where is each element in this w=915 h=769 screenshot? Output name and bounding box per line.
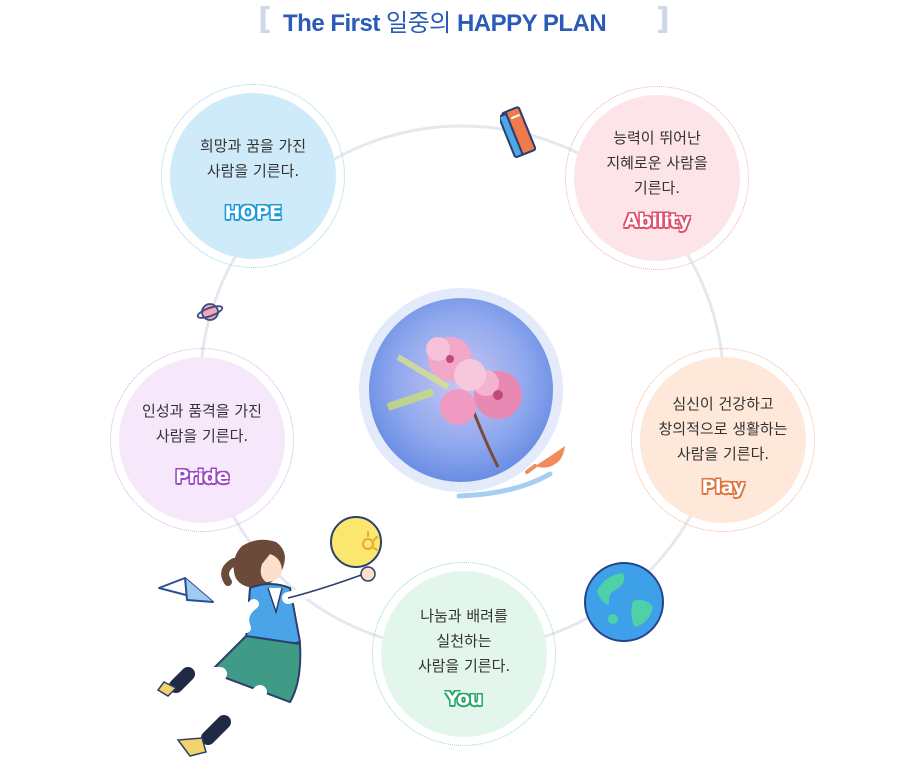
ability-line2: 지혜로운 사람을 <box>606 154 708 172</box>
play-line3: 사람을 기른다. <box>676 445 770 463</box>
flower-photo <box>359 288 563 492</box>
play-tag: Play <box>701 476 745 498</box>
hope-line2: 사람을 기른다. <box>206 162 300 180</box>
you-tag: You <box>445 688 483 710</box>
you-line1: 나눔과 배려를 <box>420 607 508 625</box>
title-end: HAPPY PLAN <box>456 10 607 37</box>
pride-line1: 인성과 품격을 가진 <box>142 402 262 420</box>
you-line2: 실천하는 <box>436 632 492 650</box>
book-icon <box>500 106 537 159</box>
play-line1: 심신이 건강하고 <box>672 395 774 413</box>
hope-line1: 희망과 꿈을 가진 <box>199 137 307 155</box>
ability-line1: 능력이 뛰어난 <box>613 129 701 147</box>
node-pride: 인성과 품격을 가진 사람을 기른다. Pride <box>110 348 294 532</box>
girl-illustration <box>156 539 376 757</box>
bracket-right: ] <box>656 2 670 37</box>
page-title: The First 일중의 HAPPY PLAN <box>283 3 648 38</box>
pride-tag: Pride <box>175 466 229 488</box>
lightbulb-ball-icon <box>330 516 382 568</box>
title-en: The First <box>283 10 380 37</box>
node-hope: 희망과 꿈을 가진 사람을 기른다. HOPE <box>161 84 345 268</box>
planet-icon <box>196 303 224 321</box>
paper-plane-icon <box>158 577 214 603</box>
hope-tag: HOPE <box>224 202 282 224</box>
node-ability: 능력이 뛰어난 지혜로운 사람을 기른다. Ability <box>565 86 749 270</box>
earth-icon <box>584 562 664 642</box>
title-ko: 일중의 <box>386 10 451 37</box>
play-line2: 창의적으로 생활하는 <box>658 420 788 438</box>
ability-line3: 기른다. <box>633 179 681 197</box>
node-you: 나눔과 배려를 실천하는 사람을 기른다. You <box>372 562 556 746</box>
comet-icon <box>456 446 565 499</box>
node-play: 심신이 건강하고 창의적으로 생활하는 사람을 기른다. Play <box>631 348 815 532</box>
bracket-left: [ <box>258 2 272 37</box>
page-header: [ The First 일중의 HAPPY PLAN ] <box>0 0 915 40</box>
you-line3: 사람을 기른다. <box>417 657 511 675</box>
ability-tag: Ability <box>624 210 690 232</box>
pride-line2: 사람을 기른다. <box>155 427 249 445</box>
